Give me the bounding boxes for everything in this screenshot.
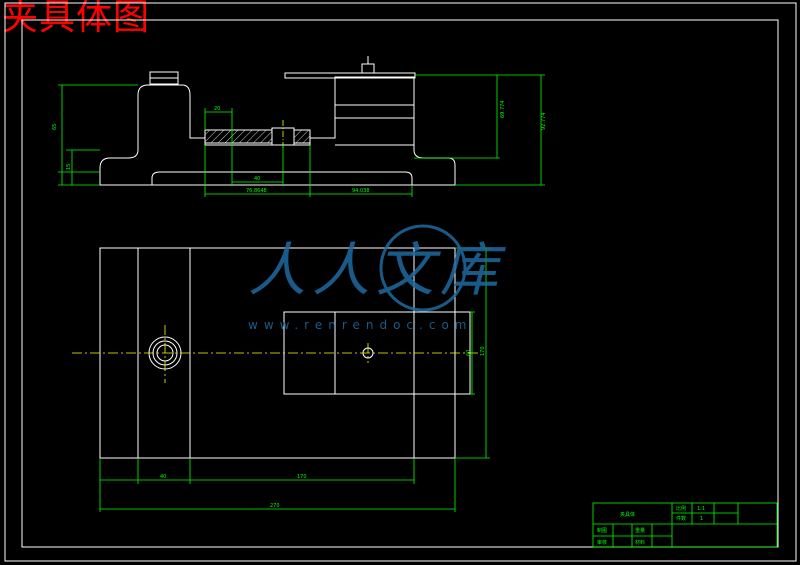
dim-height-left-small: 15 [66,164,72,170]
inner-border [21,19,779,548]
title-block-checker: 审核 [597,539,607,546]
title-block-qty-label: 件数 [676,515,686,522]
dim-plan-270: 270 [270,503,280,509]
title-block-qty-value: 1 [700,516,703,522]
dim-width-40-top: 40 [254,176,260,182]
dim-width-slot: 20 [214,106,220,112]
title-block [592,502,778,548]
outer-border [4,2,797,562]
title-block-designer: 制图 [597,527,607,534]
title-block-scale-value: 1:1 [697,506,705,512]
dim-width-76: 76.8648 [246,188,267,194]
title-block-scale-label: 比例 [676,505,686,512]
dim-plan-height: 170 [480,346,486,356]
front-dimensions [58,74,545,197]
drawing-title: 夹具体图 [2,0,151,38]
title-block-material: 材料 [635,539,645,546]
dim-plan-small: 60 [466,350,472,356]
title-block-weight: 重量 [635,527,645,534]
watermark-logo-circle [379,224,467,312]
dim-height-92: 92.774 [541,113,547,131]
dim-plan-40: 40 [160,474,166,480]
watermark-url: www.renrendoc.com [248,318,472,332]
dim-height-left: 65 [52,124,58,130]
dim-width-94: 94.038 [352,188,370,194]
watermark-brand: 人人文库 [248,236,506,304]
watermark: 人人文库 www.renrendoc.com [248,224,506,332]
dim-height-69: 69.774 [500,101,506,119]
front-view [99,56,456,186]
plan-centerlines [72,325,480,383]
dim-plan-170: 170 [297,474,307,480]
title-block-part-name: 夹具体 [620,511,635,518]
